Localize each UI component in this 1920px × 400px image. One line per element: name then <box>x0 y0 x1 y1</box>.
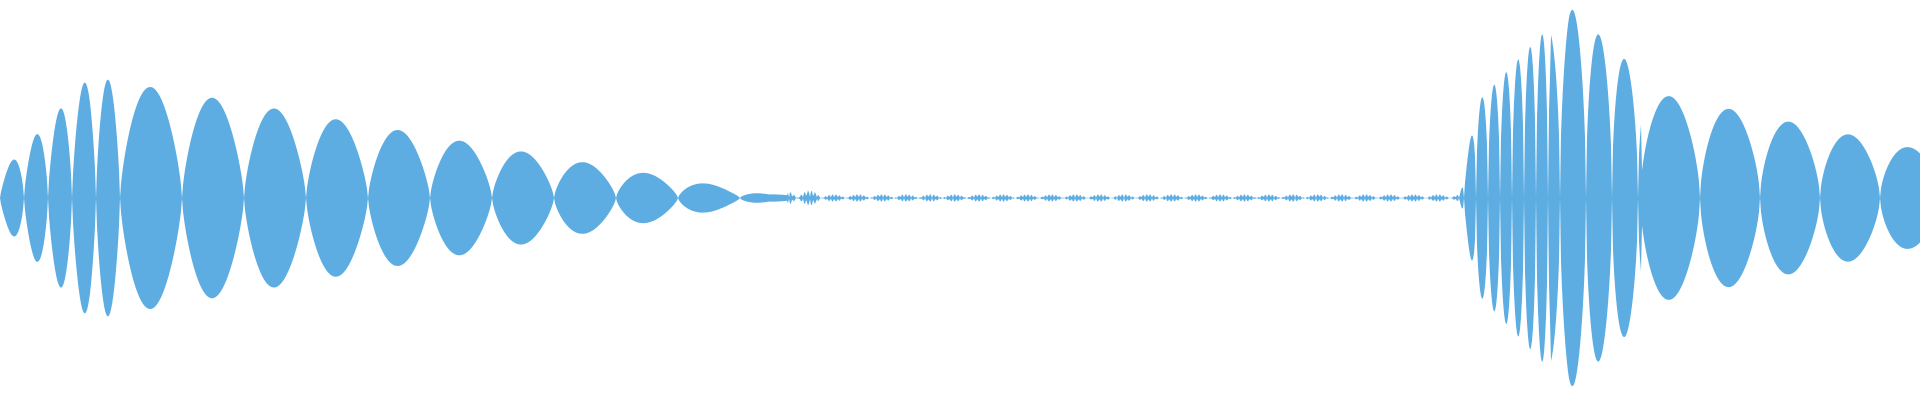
waveform-envelope <box>0 9 1920 387</box>
